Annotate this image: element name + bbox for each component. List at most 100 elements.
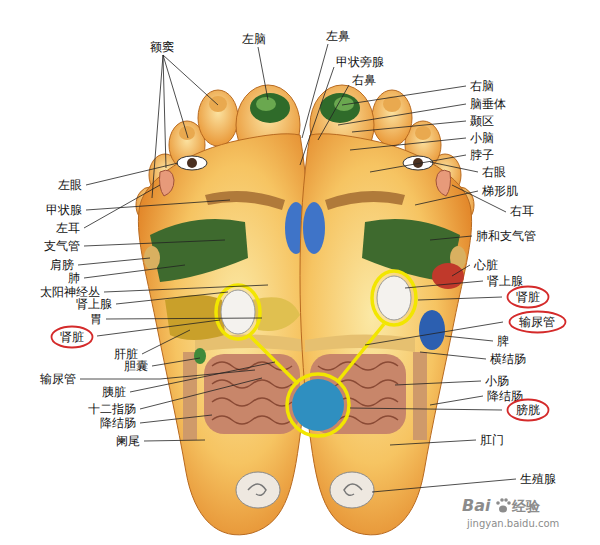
illustration-part [116,292,228,304]
illustration-part [507,501,511,505]
organ-label: 左耳 [56,221,80,235]
illustration-part [430,236,472,240]
red-ellipse-outline [508,400,549,421]
circled-label: 膀胱 [506,398,550,422]
illustration-part [140,415,212,423]
watermark-url: jingyan.baidu.com [467,518,559,530]
watermark-logo: Bai [462,496,490,515]
illustration-part [97,320,220,336]
illustration-part [504,498,508,502]
illustration-part [300,67,334,165]
organ-label: 脑垂体 [470,97,506,111]
illustration-part [130,362,275,392]
organ-label: 肾脏 [60,330,84,344]
organ-label: 梯形肌 [482,184,518,198]
organ-label: 额窦 [150,40,174,54]
illustration-part [142,330,190,354]
illustration-part [302,44,328,138]
organ-label: 阑尾 [116,434,140,448]
illustration-part [152,55,163,198]
right-foot [300,85,474,535]
illustration-part [258,47,268,100]
illustration-part [350,408,502,410]
organ-label: 肺和支气管 [476,229,536,243]
circled-label: 肾脏 [506,285,550,309]
organ-label: 左眼 [58,178,82,192]
right-organs [250,263,464,436]
organ-label: 肾上腺 [76,297,112,311]
illustration-part [221,290,255,334]
organ-label: 输尿管 [519,315,555,329]
organ-label: 左脑 [242,32,266,46]
illustration-part [338,324,384,381]
organ-label: 降结肠 [100,416,136,430]
illustration-part [250,336,298,384]
organ-label: 脾 [497,334,509,348]
illustration-part [194,348,206,364]
illustration-part [418,297,502,300]
organ-label: 心脏 [474,258,498,272]
organ-label: 肺 [68,271,80,285]
illustration-part [216,285,260,339]
illustration-part [84,265,185,278]
illustration-part [420,352,486,359]
organ-label: 右耳 [510,204,534,218]
illustration-part [365,322,503,345]
illustration-part [372,271,416,325]
organ-label: 太阳神经丛 [40,285,100,299]
red-ellipse-outline [508,287,549,308]
illustration-part [86,163,178,185]
organ-label: 胰脏 [102,385,126,399]
circled-label: 肾脏 [50,325,94,349]
organ-label: 胃 [90,312,102,326]
watermark-logo: 经验 [512,498,540,515]
illustration-part [84,240,225,246]
red-ellipse-outline [52,327,93,348]
illustration-part [104,285,268,292]
organ-label: 右眼 [482,165,506,179]
illustration-part [430,396,483,405]
illustration-part [377,276,411,320]
organ-label: 右脑 [470,79,494,93]
organ-label: 膀胱 [516,403,540,417]
organ-label: 肾脏 [516,290,540,304]
illustration-part [372,479,516,492]
organ-label: 生殖腺 [520,472,556,486]
organ-label: 颞区 [470,114,494,128]
illustration-part [405,281,483,288]
circled-label: 输尿管 [508,310,567,334]
illustration-part [163,55,188,138]
leader-lines [78,44,516,492]
illustration-part [86,200,230,210]
watermark-paw [496,498,511,512]
organ-label: 支气管 [44,239,80,253]
illustration-part [390,440,476,445]
illustration-part [84,185,160,228]
organ-label: 小脑 [470,131,494,145]
illustration-part [395,381,481,385]
left-foot [136,85,310,535]
illustration-part [318,85,349,140]
illustration-part [496,501,500,505]
illustration-part [338,104,466,125]
organ-label: 右鼻 [352,73,376,87]
illustration-part [163,55,218,105]
illustration-part [342,86,466,105]
illustration-part [445,336,493,341]
organ-label: 脖子 [470,148,494,162]
illustration-part [499,506,507,513]
organ-label: 小肠 [485,374,509,388]
illustration-part [144,440,205,441]
illustration-part [163,55,166,168]
illustration-part [350,138,466,150]
illustration-part [152,358,200,366]
illustration-part [419,310,445,350]
organ-label: 甲状旁腺 [336,55,384,69]
illustration-part [500,498,504,502]
organ-label: 横结肠 [490,352,526,366]
illustration-part [140,378,262,409]
organ-label: 输尿管 [40,372,76,386]
illustration-part [430,162,478,172]
illustration-part [106,318,262,319]
